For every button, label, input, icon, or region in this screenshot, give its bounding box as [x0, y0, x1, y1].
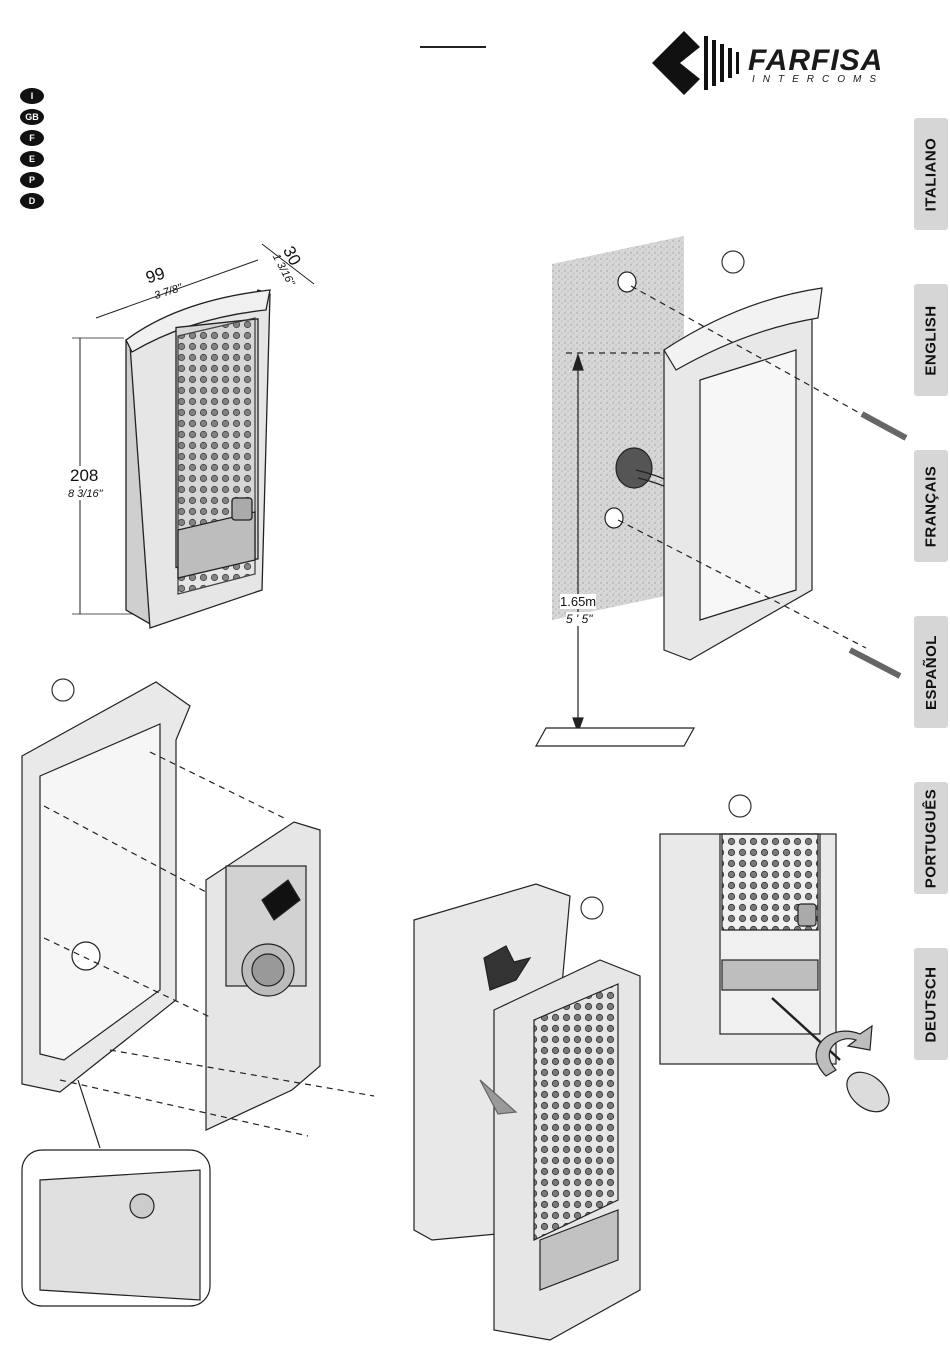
- mount-height-m: 1.65m: [560, 594, 596, 609]
- step-marker-3: [581, 897, 603, 919]
- wall-mount-figure: [536, 236, 906, 746]
- height-inches: 8 3/16": [68, 488, 103, 500]
- dimension-figure: [72, 244, 314, 628]
- step-marker-1: [722, 251, 744, 273]
- assembly-figure: [22, 682, 374, 1306]
- cover-figure: [414, 884, 640, 1340]
- screw-lock-figure: [660, 834, 897, 1120]
- mount-height-ft: 5 ' 5": [566, 612, 593, 626]
- step-marker-2: [52, 679, 74, 701]
- step-marker-4: [729, 795, 751, 817]
- height-mm: 208: [70, 466, 98, 486]
